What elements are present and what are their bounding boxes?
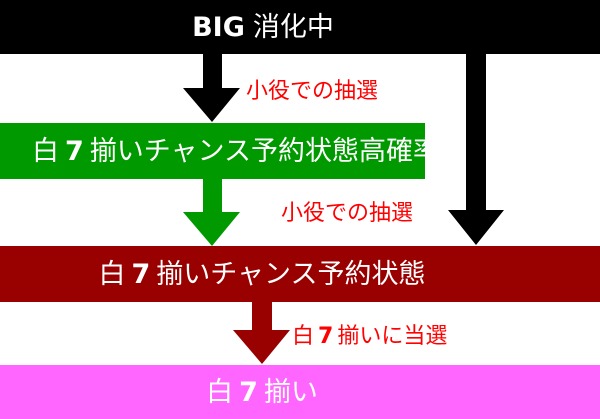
label-text-pre: 白	[292, 324, 315, 349]
state-text-pre: 白	[206, 376, 234, 408]
label-text-num: 7	[318, 324, 334, 349]
state-text-num: 7	[131, 258, 151, 290]
label-text-post: 揃いに当選	[337, 324, 448, 349]
label-big-to-high: 小役での抽選	[246, 79, 379, 104]
arrow-chance-to-white7	[233, 300, 290, 364]
state-text-num: 7	[239, 376, 258, 408]
state-text-post: 揃いチャンス予約状態高確率	[89, 135, 440, 167]
state-text-pre: 白	[32, 135, 59, 167]
state-text-post: 揃い	[263, 376, 318, 408]
label-high-to-chance: 小役での抽選	[281, 201, 414, 226]
state-text-pre: 白	[98, 258, 126, 290]
state-text-post: 揃いチャンス予約状態	[156, 258, 426, 290]
arrow-big-to-high	[183, 50, 240, 122]
state-big-prefix: BIG	[192, 11, 245, 43]
arrow-high-to-chance	[183, 175, 240, 246]
state-big: BIG 消化中	[0, 0, 600, 54]
state-big-suffix: 消化中	[252, 11, 334, 43]
state-text-num: 7	[65, 135, 84, 167]
arrow-big-to-chance	[448, 50, 504, 245]
